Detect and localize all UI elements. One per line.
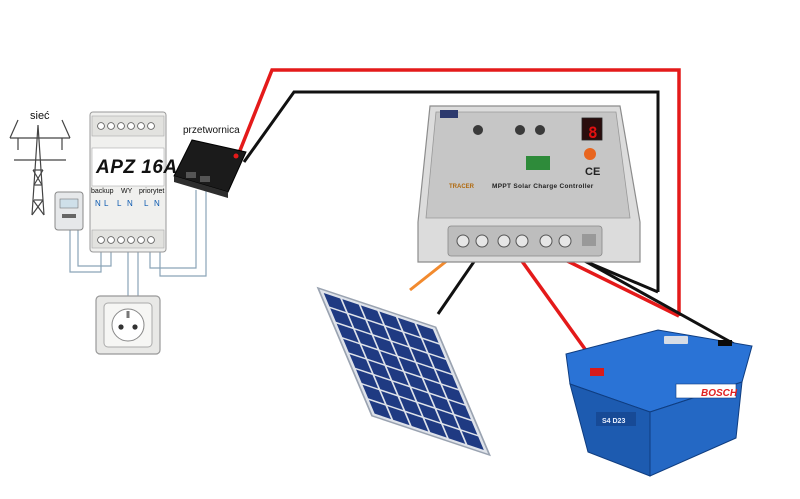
solar-cell <box>367 320 390 340</box>
solar-cell <box>417 363 440 383</box>
apz-terminal-label: N <box>95 199 101 208</box>
apz-title: APZ 16A <box>96 157 178 178</box>
battery <box>565 329 753 477</box>
solar-cell <box>418 403 441 423</box>
solar-cell <box>443 424 466 444</box>
inverter <box>173 139 247 198</box>
solar-cell <box>349 354 372 374</box>
negative-wire-loop <box>242 90 660 292</box>
solar-cell <box>368 400 392 420</box>
apz-switch <box>89 111 167 253</box>
solar-cell <box>368 360 391 380</box>
wall-socket-icon <box>95 295 161 355</box>
solar-cell <box>399 397 422 417</box>
solar-cell <box>410 348 433 368</box>
solar-cell <box>430 394 453 414</box>
solar-cell <box>424 418 447 438</box>
solar-cell <box>323 293 346 312</box>
battery-model: S4 D23 <box>602 418 626 425</box>
energy-meter <box>54 191 84 231</box>
power-pylon-icon <box>9 119 71 216</box>
solar-cell <box>387 406 410 426</box>
solar-cell <box>435 369 458 389</box>
solar-cell <box>461 431 484 451</box>
solar-cell <box>422 339 446 359</box>
apz-priority-label: priorytet <box>139 188 165 195</box>
solar-cell <box>356 369 379 389</box>
solar-cell <box>374 375 397 395</box>
apz-terminal-label: N <box>154 199 160 208</box>
solar-cell <box>448 400 471 420</box>
solar-cell <box>379 311 402 331</box>
solar-cell <box>442 385 465 405</box>
apz-backup-label: backup <box>91 188 114 195</box>
solar-cell <box>392 342 415 362</box>
converter-label: przetwornica <box>183 125 240 136</box>
solar-cell <box>386 366 409 386</box>
solar-cell <box>348 314 371 334</box>
solar-cell <box>398 357 421 377</box>
solar-cell <box>455 415 478 435</box>
solar-cell <box>361 345 384 365</box>
solar-cell <box>362 384 385 404</box>
solar-cell <box>411 388 434 408</box>
solar-cell <box>423 378 446 398</box>
grid-label: sieć <box>30 110 50 122</box>
solar-cell <box>343 338 366 358</box>
solar-panel <box>316 286 491 457</box>
apz-terminal-label: L <box>144 199 149 208</box>
controller-model: TRACER <box>449 184 474 190</box>
ac-wires <box>69 190 207 298</box>
apz-output-label: WY <box>121 188 133 195</box>
solar-cell <box>342 299 365 319</box>
solar-cell <box>405 372 428 392</box>
solar-cell <box>404 333 427 353</box>
solar-cell <box>429 354 452 374</box>
solar-cell <box>436 409 459 429</box>
solar-cell <box>381 390 404 410</box>
apz-terminal-label: L <box>104 199 109 208</box>
solar-cell <box>397 317 421 337</box>
apz-terminal-label: L <box>117 199 122 208</box>
solar-cell <box>336 323 359 343</box>
solar-cell <box>385 326 408 346</box>
ce-mark: CE <box>585 166 601 178</box>
solar-cell <box>380 351 403 371</box>
charge-controller <box>417 105 641 263</box>
solar-cell <box>360 305 383 325</box>
battery-brand: BOSCH <box>701 388 738 399</box>
controller-display: 8 <box>588 123 598 142</box>
solar-cell <box>393 381 416 401</box>
solar-cell <box>355 329 378 349</box>
apz-terminal-label: N <box>127 199 133 208</box>
controller-title: MPPT Solar Charge Controller <box>492 183 594 190</box>
solar-cell <box>416 323 439 343</box>
positive-wire-loop <box>235 68 681 316</box>
solar-cell <box>373 335 396 355</box>
solar-cell <box>330 308 353 328</box>
solar-cell <box>406 412 429 432</box>
